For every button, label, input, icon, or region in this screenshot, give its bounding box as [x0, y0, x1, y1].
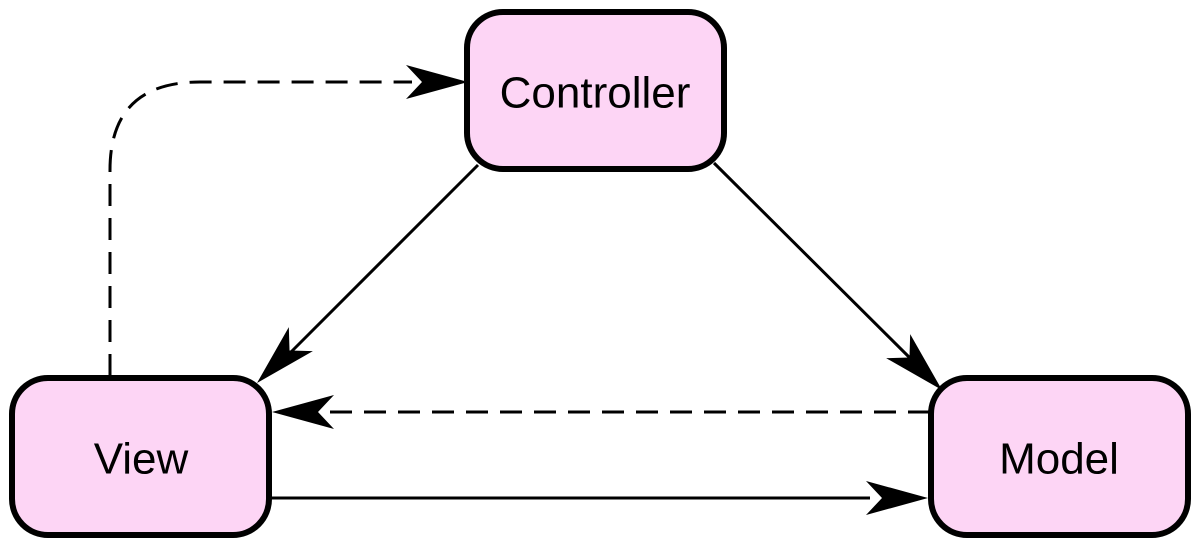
node-controller: Controller [464, 9, 727, 172]
edge-controller-to-view [283, 163, 480, 360]
node-model-box [928, 375, 1191, 538]
node-view: View [9, 375, 272, 538]
arrowhead-to-view-from-controller [257, 327, 313, 383]
node-view-box [9, 375, 272, 538]
node-controller-label: Controller [500, 69, 691, 118]
arrowhead-to-view-from-model [272, 395, 334, 429]
node-model-label: Model [999, 435, 1119, 484]
edge-controller-to-model [712, 161, 918, 366]
node-controller-box [464, 9, 727, 172]
arrowhead-to-model-from-view [866, 481, 928, 515]
arrowhead-to-controller [406, 65, 468, 99]
edge-view-to-controller [108, 80, 412, 376]
node-view-label: View [94, 435, 189, 484]
node-model: Model [928, 375, 1191, 538]
arrowhead-to-model-from-controller [886, 334, 942, 390]
